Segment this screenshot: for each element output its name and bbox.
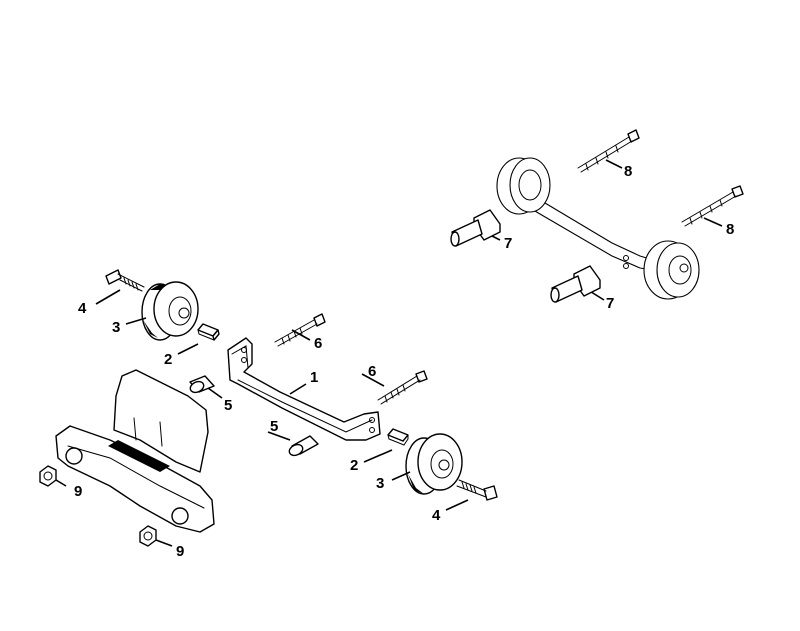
callout-4-left: 4	[78, 300, 87, 317]
callout-6-upper: 6	[314, 335, 322, 352]
bolt-6-lower	[377, 370, 428, 405]
leader-lines	[55, 159, 723, 547]
wheel-left	[141, 281, 199, 341]
callout-2-left: 2	[164, 351, 172, 368]
callout-8-upper: 8	[624, 163, 632, 180]
pin-2-left	[197, 323, 220, 341]
bolt-8-upper	[577, 129, 640, 173]
nut-9-lower	[139, 525, 157, 547]
wheel-right	[405, 433, 463, 495]
pin-2-right	[387, 428, 409, 446]
callout-7-lower: 7	[606, 295, 614, 312]
bolt-4-right	[456, 479, 498, 501]
bolt-4-left	[105, 269, 145, 292]
callout-9-upper: 9	[74, 483, 82, 500]
sleeve-7-upper	[450, 209, 501, 247]
bolt-8-lower	[681, 185, 744, 227]
sleeve-7-lower	[550, 265, 601, 303]
callout-3-left: 3	[112, 319, 120, 336]
callout-5-lower: 5	[270, 418, 278, 435]
base-plate	[55, 369, 215, 533]
callout-9-lower: 9	[176, 543, 184, 560]
callout-2-right: 2	[350, 457, 358, 474]
spacer-5-lower	[288, 435, 319, 457]
callout-7-upper: 7	[504, 235, 512, 252]
nut-9-upper	[39, 465, 57, 487]
callout-5-upper: 5	[224, 397, 232, 414]
assembled-axle	[496, 157, 700, 300]
bracket-1	[227, 337, 381, 441]
callout-4-right: 4	[432, 507, 441, 524]
callout-3-right: 3	[376, 475, 384, 492]
callout-1: 1	[310, 369, 318, 386]
callout-6-lower: 6	[368, 363, 376, 380]
callout-labels: 4 3 2 5 6 1 6 5 2 3 4 9 9 8 8 7 7	[74, 163, 734, 560]
spacer-5-upper	[189, 375, 215, 394]
callout-8-lower: 8	[726, 221, 734, 238]
